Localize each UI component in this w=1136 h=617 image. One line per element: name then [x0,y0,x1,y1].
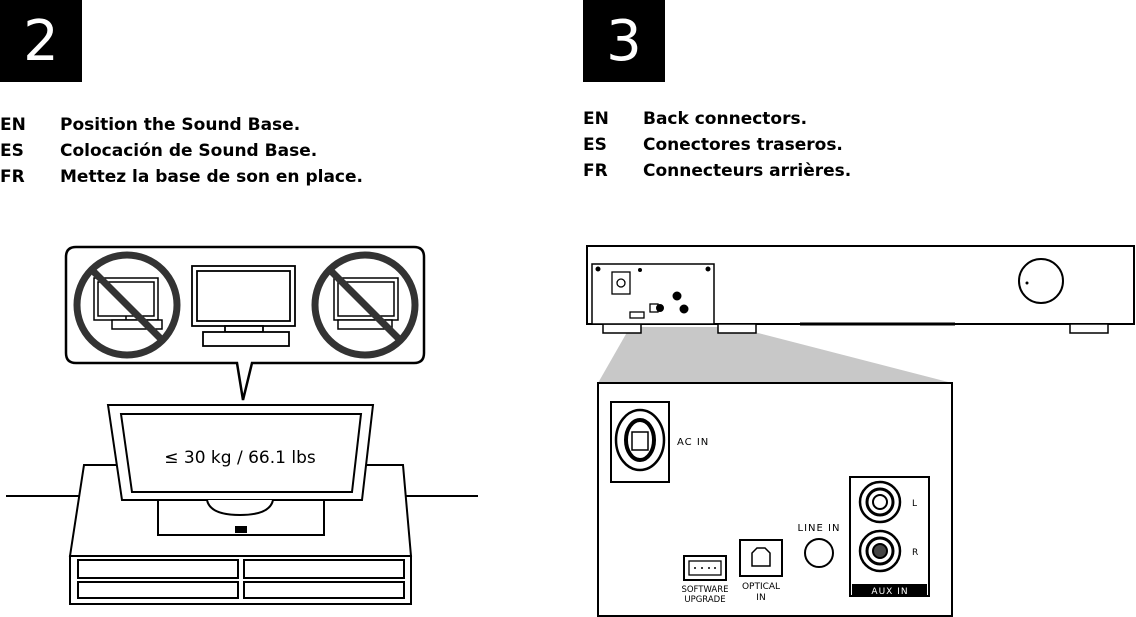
language-code: FR [0,167,25,187]
software-upgrade-port [683,555,727,581]
ac-in-port [610,401,670,483]
weight-limit-label: ≤ 30 kg / 66.1 lbs [164,448,316,468]
language-code: FR [583,161,608,181]
instruction-row: FR Mettez la base de son en place. [0,164,363,190]
step-number: 3 [606,8,642,74]
aux-right-label: R [912,548,918,558]
language-code: EN [0,115,26,135]
aux-left-label: L [912,499,917,509]
prohibited-icon [73,251,181,359]
ac-in-label: AC IN [677,437,709,448]
instruction-row: EN Back connectors. [583,106,851,132]
back-panel-illustration [586,245,1135,617]
instruction-row: ES Colocación de Sound Base. [0,138,363,164]
aux-in-ports [849,476,930,597]
step-number: 2 [23,8,59,74]
line-in-port [804,538,834,568]
instruction-text: Conectores traseros. [643,135,843,155]
step-number-badge: 2 [0,0,82,82]
instruction-text: Connecteurs arrières. [643,161,852,181]
correct-tv-icon [191,265,296,347]
software-upgrade-label: SOFTWARE [681,585,728,595]
language-code: EN [583,109,609,129]
instruction-text: Mettez la base de son en place. [60,167,363,187]
language-code: ES [583,135,607,155]
line-in-label: LINE IN [798,523,841,534]
language-code: ES [0,141,24,161]
instruction-text: Colocación de Sound Base. [60,141,318,161]
instruction-row: EN Position the Sound Base. [0,112,363,138]
step-number-badge: 3 [583,0,665,82]
instruction-row: FR Connecteurs arrières. [583,158,851,184]
connector-labels: AC IN LINE IN SOFTWARE UPGRADE OPTICAL I… [677,437,918,605]
optical-in-port [739,539,783,577]
instruction-text: Position the Sound Base. [60,115,301,135]
instruction-row: ES Conectores traseros. [583,132,851,158]
instruction-text: Back connectors. [643,109,808,129]
optical-in-label: OPTICAL [742,582,780,592]
software-upgrade-label: UPGRADE [684,595,725,605]
prohibited-icon [311,251,419,359]
aux-in-label: AUX IN [871,587,908,597]
tv-on-base [106,404,375,517]
step-2-instructions: EN Position the Sound Base. ES Colocació… [0,112,363,190]
optical-in-label: IN [756,593,765,603]
step-3-instructions: EN Back connectors. ES Conectores traser… [583,106,851,184]
tv-placement-illustration [6,245,478,605]
